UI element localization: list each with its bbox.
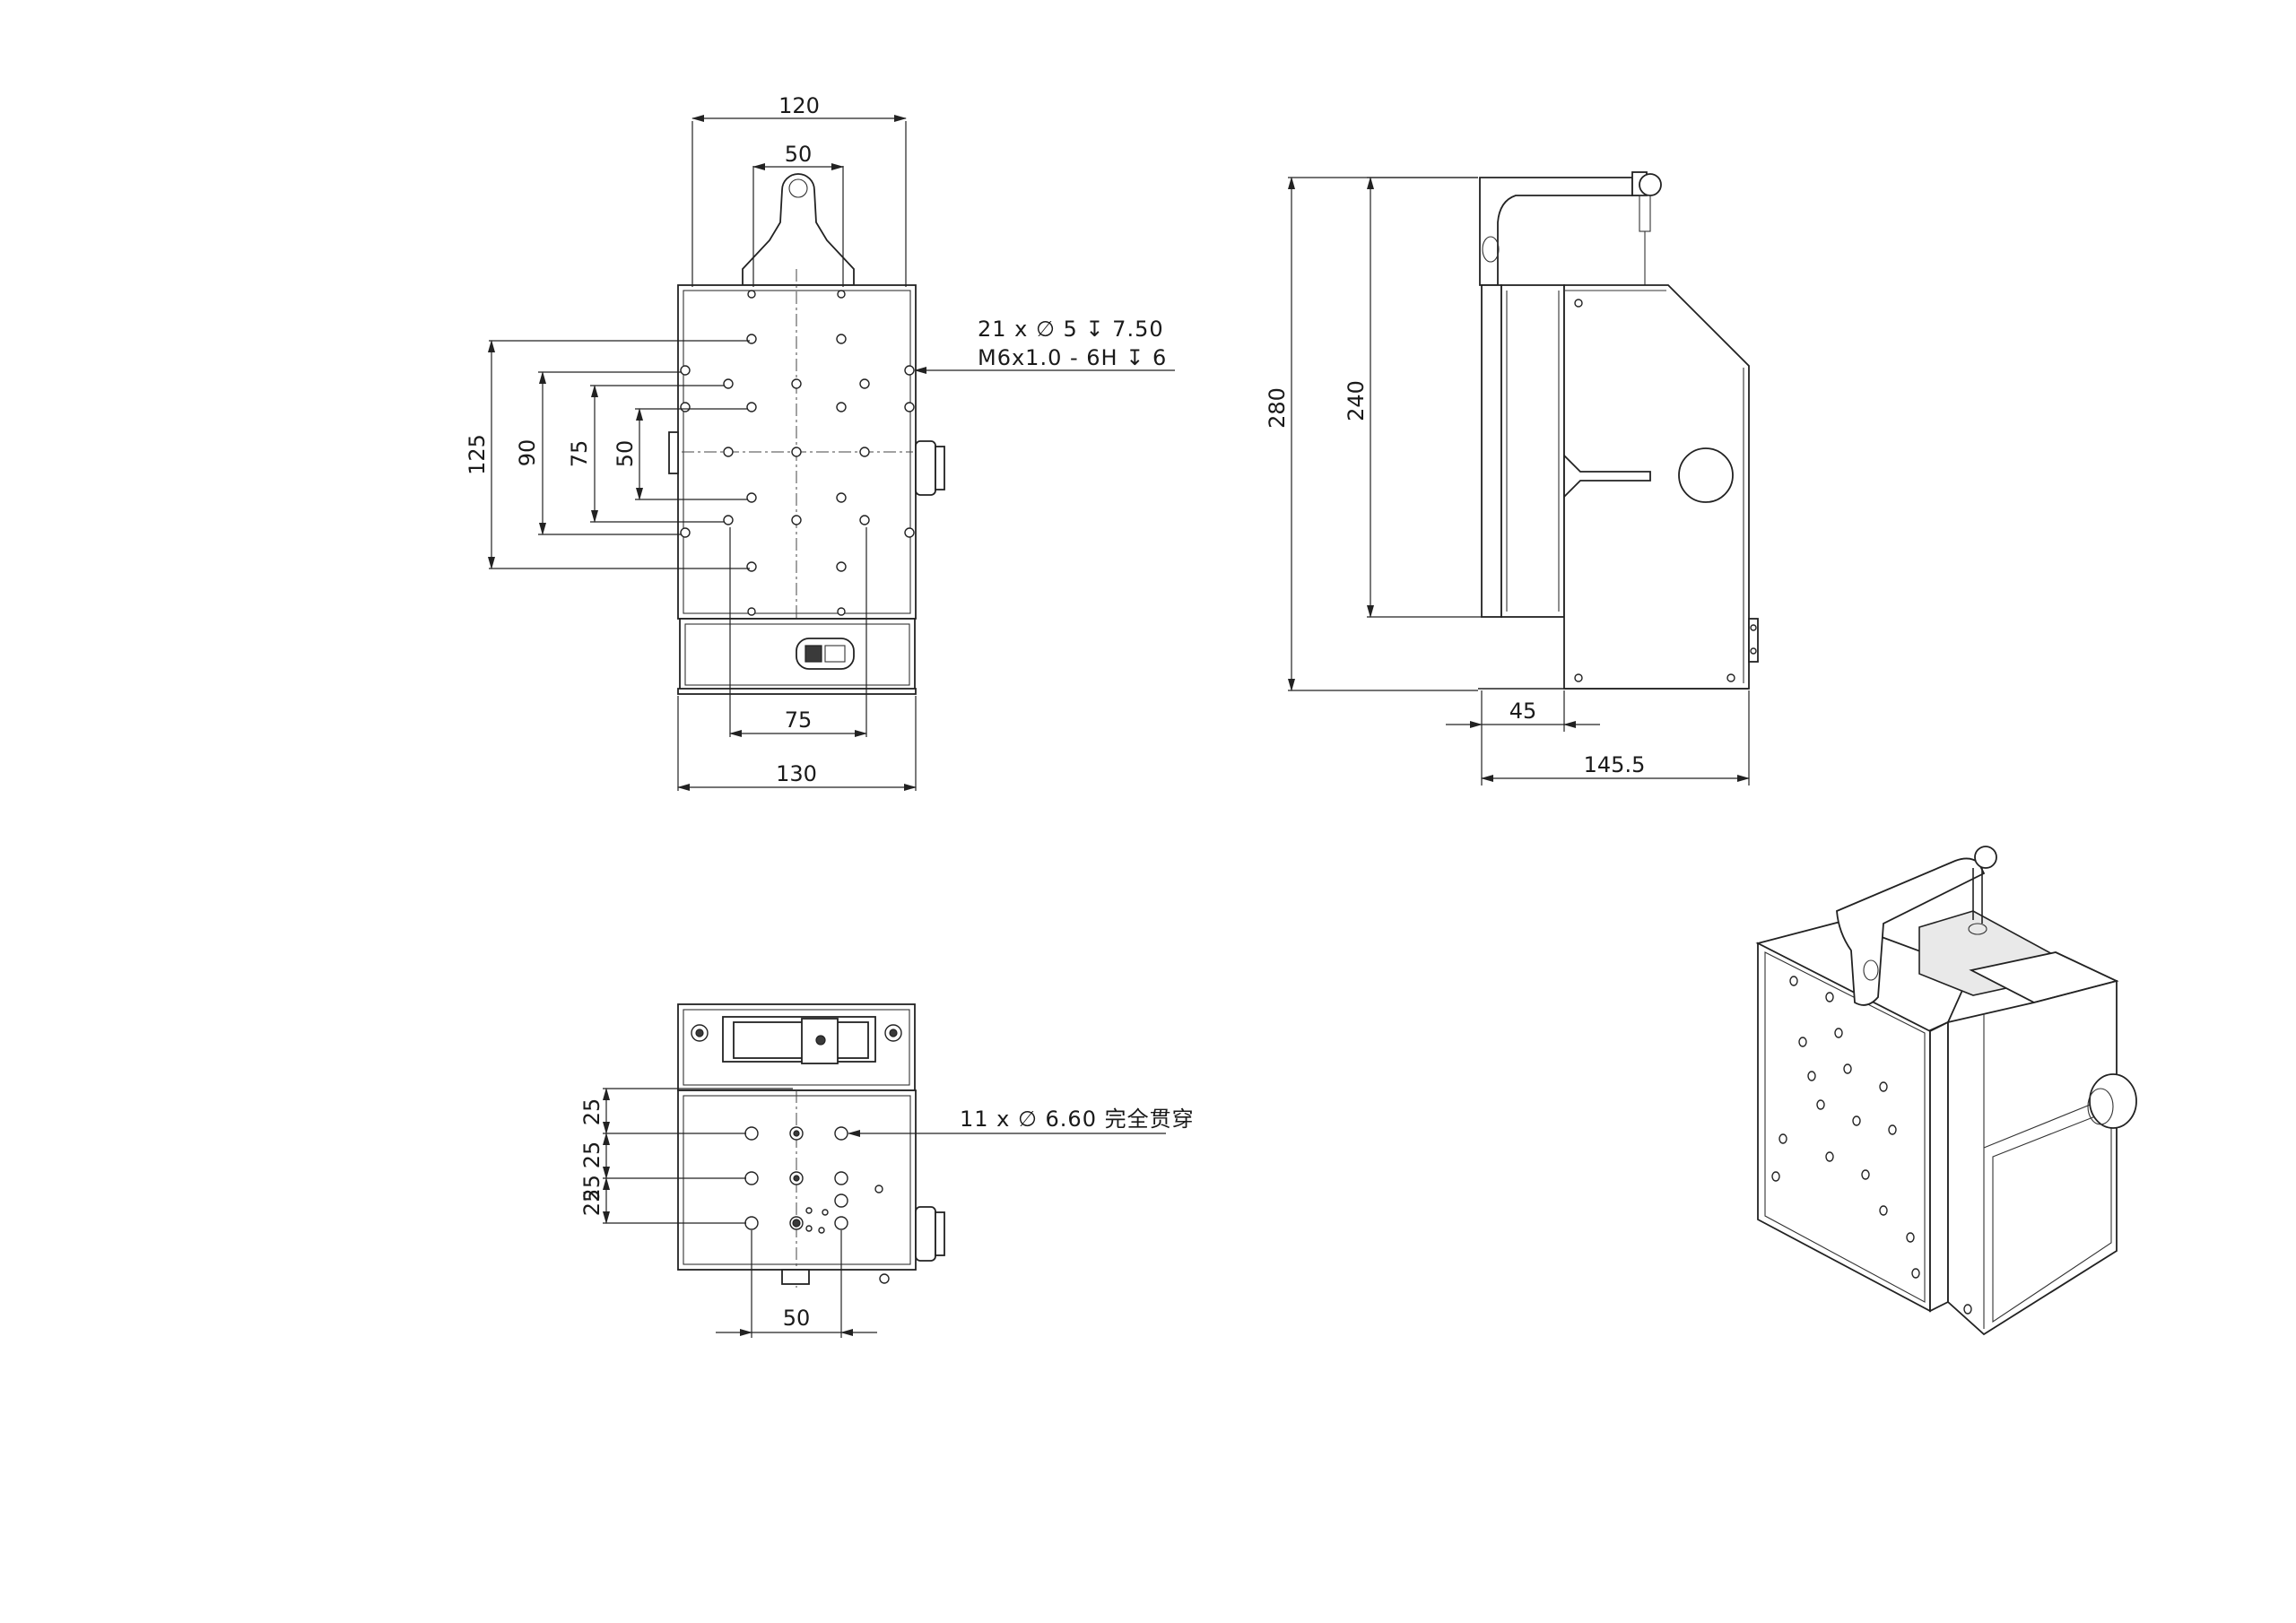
dim-90: 90 [515, 439, 540, 467]
dim-280: 280 [1265, 387, 1290, 429]
hole-note-line1: 21 x ∅ 5 ↧ 7.50 [978, 317, 1164, 342]
bottom-view: 25 25 25 25 50 11 x ∅ 6.60 完全贯穿 [579, 1003, 1195, 1338]
dim-45: 45 [1509, 699, 1537, 724]
dim-50-handle: 50 [785, 142, 813, 167]
dim-240: 240 [1344, 380, 1369, 421]
bottom-hole-pattern [744, 1126, 883, 1234]
dim-25-d: 25 [579, 1189, 604, 1217]
hole-note-line2: M6x1.0 - 6H ↧ 6 [978, 345, 1167, 370]
isometric-view [1755, 846, 2137, 1336]
top-view: 120 50 125 90 75 50 75 130 21 [465, 93, 1175, 791]
dim-25-a: 25 [579, 1098, 604, 1126]
through-hole-note: 11 x ∅ 6.60 完全贯穿 [960, 1107, 1195, 1132]
dim-50-vertical: 50 [613, 440, 638, 468]
dim-145-5: 145.5 [1584, 752, 1646, 777]
dim-25-b: 25 [579, 1141, 604, 1169]
dim-25-c: 25 [579, 1175, 604, 1202]
iso-hole-pattern [1771, 976, 1920, 1279]
dim-125: 125 [465, 434, 490, 475]
side-view: 280 240 45 145.5 [1265, 171, 1759, 785]
dim-130: 130 [776, 761, 817, 786]
top-hole-pattern [680, 290, 915, 616]
dim-120: 120 [778, 93, 820, 118]
dim-75-horizontal: 75 [785, 707, 813, 733]
dim-75-vertical: 75 [567, 440, 592, 468]
dim-50-bottom: 50 [783, 1306, 811, 1331]
